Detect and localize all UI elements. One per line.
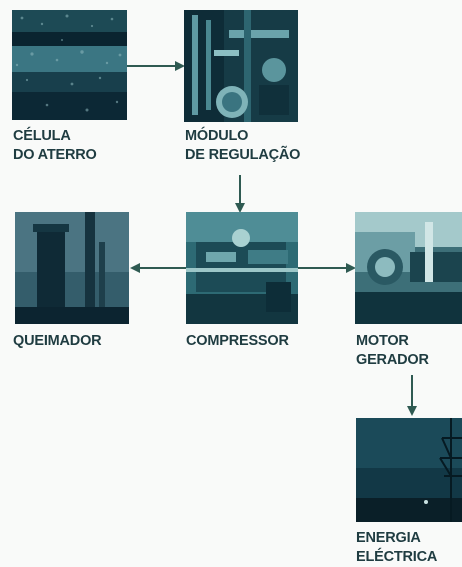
- label-celula-do-aterro: CÉLULA DO ATERRO: [13, 127, 97, 165]
- label-celula-line1: CÉLULA: [13, 128, 71, 144]
- label-modulo-line1: MÓDULO: [185, 128, 249, 144]
- label-modulo-de-regulacao: MÓDULO DE REGULAÇÃO: [185, 127, 300, 165]
- label-compressor-line1: COMPRESSOR: [186, 333, 289, 349]
- label-motor-line2: GERADOR: [356, 352, 429, 368]
- label-queimador: QUEIMADOR: [13, 332, 102, 351]
- label-modulo-line2: DE REGULAÇÃO: [185, 147, 301, 163]
- label-energia-line1: ENERGIA: [356, 530, 421, 546]
- label-energia-line2: ELÉCTRICA: [356, 549, 438, 565]
- burner-photo: [15, 212, 129, 324]
- label-motor-line1: MOTOR: [356, 333, 409, 349]
- label-celula-line2: DO ATERRO: [13, 147, 97, 163]
- motor-generator-photo: [355, 212, 462, 324]
- label-compressor: COMPRESSOR: [186, 332, 289, 351]
- label-energia-electrica: ENERGIA ELÉCTRICA: [356, 529, 437, 567]
- landfill-cell-photo: [12, 10, 127, 120]
- compressor-photo: [186, 212, 298, 324]
- label-motor-gerador: MOTOR GERADOR: [356, 332, 429, 370]
- electric-energy-photo: [356, 418, 462, 522]
- label-queimador-line1: QUEIMADOR: [13, 333, 102, 349]
- regulation-module-photo: [184, 10, 298, 122]
